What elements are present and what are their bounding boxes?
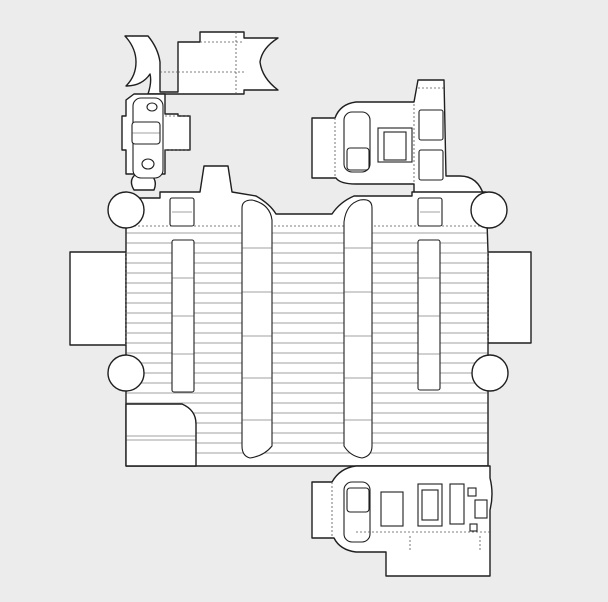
seat-strip-piece: [121, 93, 191, 191]
connector-piece: [124, 31, 279, 95]
right-seat-column: [417, 239, 441, 391]
center-right-bench: [343, 199, 373, 459]
wheel-top-right: [470, 191, 508, 229]
rear-piece: [311, 465, 493, 577]
chassis-piece: [69, 165, 532, 467]
cab-piece: [311, 79, 485, 197]
wheel-top-left: [107, 191, 145, 229]
wheel-bottom-right: [471, 354, 509, 392]
left-panel: [69, 251, 127, 346]
wheel-bottom-left: [107, 354, 145, 392]
left-seat-column: [171, 239, 195, 393]
right-panel: [487, 251, 532, 344]
center-left-bench: [241, 199, 273, 459]
